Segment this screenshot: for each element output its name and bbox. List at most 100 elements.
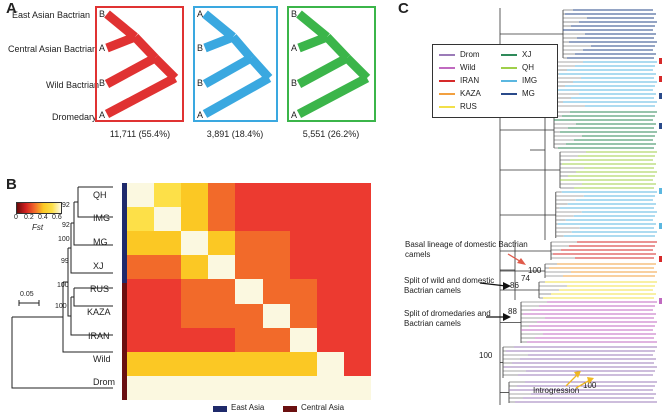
region-bar-east-asia <box>122 183 127 283</box>
bootstrap-86: 86 <box>510 281 519 290</box>
heatmap-cell <box>127 327 155 353</box>
nj-branch <box>11 317 113 389</box>
heatmap-cell <box>316 303 345 329</box>
pop-label-kaza: KAZA <box>87 307 111 317</box>
tree-1-branch <box>104 54 158 88</box>
bootstrap-74: 74 <box>521 274 530 283</box>
legend-item-xj: XJ <box>501 50 531 59</box>
heatmap-cell <box>208 231 236 256</box>
tree-3-branch <box>323 33 351 62</box>
legend-swatch <box>501 66 517 69</box>
legend-label: IRAN <box>460 76 480 85</box>
heatmap-cell <box>181 375 209 401</box>
tree-box-2 <box>193 6 278 122</box>
panel-a-letter: A <box>6 0 17 17</box>
heatmap-cell <box>262 279 291 305</box>
phylo-sample-mark <box>659 223 662 229</box>
tree-1-branch <box>104 10 138 41</box>
legend-swatch <box>501 92 517 95</box>
row-label-east-asian: East Asian Bactrian <box>12 10 91 20</box>
tree-3-svg <box>296 10 371 118</box>
heatmap-cell <box>154 279 182 305</box>
heatmap-cell <box>343 279 372 305</box>
legend-item-drom: Drom <box>439 50 480 59</box>
legend-item-wild: Wild <box>439 63 476 72</box>
heatmap-cell <box>154 231 182 256</box>
fst-label: Fst <box>32 223 44 232</box>
nj-node-label-4: 99 <box>61 258 69 265</box>
heatmap-cell <box>343 183 372 208</box>
heatmap-cell <box>181 231 209 256</box>
tree-1-branch <box>105 32 137 53</box>
scale-bar-label: 0.05 <box>20 291 34 298</box>
tree-3-branch <box>296 10 330 41</box>
nj-branch <box>70 297 113 336</box>
annotation-split-drom: Split of dromedaries and Bactrian camels <box>404 309 491 328</box>
legend-item-img: IMG <box>501 76 537 85</box>
heatmap-cell <box>154 351 182 377</box>
heatmap-cell <box>181 279 209 305</box>
region-legend-east-asia-swatch <box>213 406 227 412</box>
legend-label: IMG <box>522 76 538 85</box>
scale-bar <box>18 300 40 306</box>
heatmap-cell <box>235 375 264 401</box>
tree-2-leaf-4: A <box>197 110 204 120</box>
tree-2-count: 3,891 (18.4%) <box>206 129 264 139</box>
arrowhead-introgression-2 <box>587 377 594 384</box>
tree-1-branch <box>104 74 178 118</box>
nj-branch <box>70 223 113 274</box>
heatmap-cell <box>235 255 264 280</box>
nj-tree-svg <box>11 186 113 389</box>
heatmap-cell <box>262 351 291 377</box>
pop-label-rus: RUS <box>90 284 110 294</box>
row-label-wild: Wild Bactrian <box>46 80 100 90</box>
heatmap-cell <box>181 207 209 232</box>
heatmap-cell <box>127 351 155 377</box>
heatmap-cell <box>316 351 345 377</box>
legend-swatch <box>439 66 455 69</box>
heatmap-cell <box>262 183 291 208</box>
heatmap-cell <box>127 375 155 401</box>
legend-label: QH <box>522 63 534 72</box>
heatmap-cell <box>208 207 236 232</box>
tree-1-leaf-3: B <box>99 78 106 88</box>
tree-2-branch <box>202 10 236 41</box>
heatmap-cell <box>262 231 291 256</box>
legend-swatch <box>439 79 455 82</box>
heatmap-cell <box>127 255 155 280</box>
tree-2-branch <box>203 32 235 53</box>
nj-node-label-1: 92 <box>62 202 70 209</box>
nj-node-label-6: 100 <box>55 303 67 310</box>
legend-swatch <box>501 79 517 82</box>
fst-colorbar <box>16 202 62 214</box>
pop-label-img: IMG <box>93 213 110 223</box>
heatmap-cell <box>289 207 318 232</box>
tree-1-svg <box>104 10 179 118</box>
tree-2-leaf-1: A <box>197 9 204 19</box>
nj-branch <box>77 187 113 218</box>
legend-item-qh: QH <box>501 63 534 72</box>
heatmap-cell <box>208 375 236 401</box>
legend-label: KAZA <box>460 89 481 98</box>
heatmap-cell <box>208 255 236 280</box>
tree-3-leaf-4: A <box>291 110 298 120</box>
heatmap-cell <box>316 231 345 256</box>
heatmap-cell <box>127 279 155 305</box>
region-bar-central-asia <box>122 283 127 400</box>
heatmap-cell <box>181 183 209 208</box>
legend-swatch <box>501 53 517 56</box>
arrowhead-split-wild <box>503 282 511 290</box>
annotation-introgression: Introgression <box>533 386 580 395</box>
tree-3-branch <box>296 74 370 118</box>
legend-label: Drom <box>460 50 480 59</box>
heatmap-cell <box>181 327 209 353</box>
heatmap-cell <box>154 183 182 208</box>
heatmap-cell <box>181 255 209 280</box>
nj-branch <box>73 288 113 307</box>
tree-3-leaf-1: B <box>291 9 298 19</box>
panel-c-letter: C <box>398 0 409 17</box>
region-legend-east-asia: East Asia <box>231 403 265 412</box>
heatmap-cell <box>289 303 318 329</box>
heatmap-cell <box>208 183 236 208</box>
